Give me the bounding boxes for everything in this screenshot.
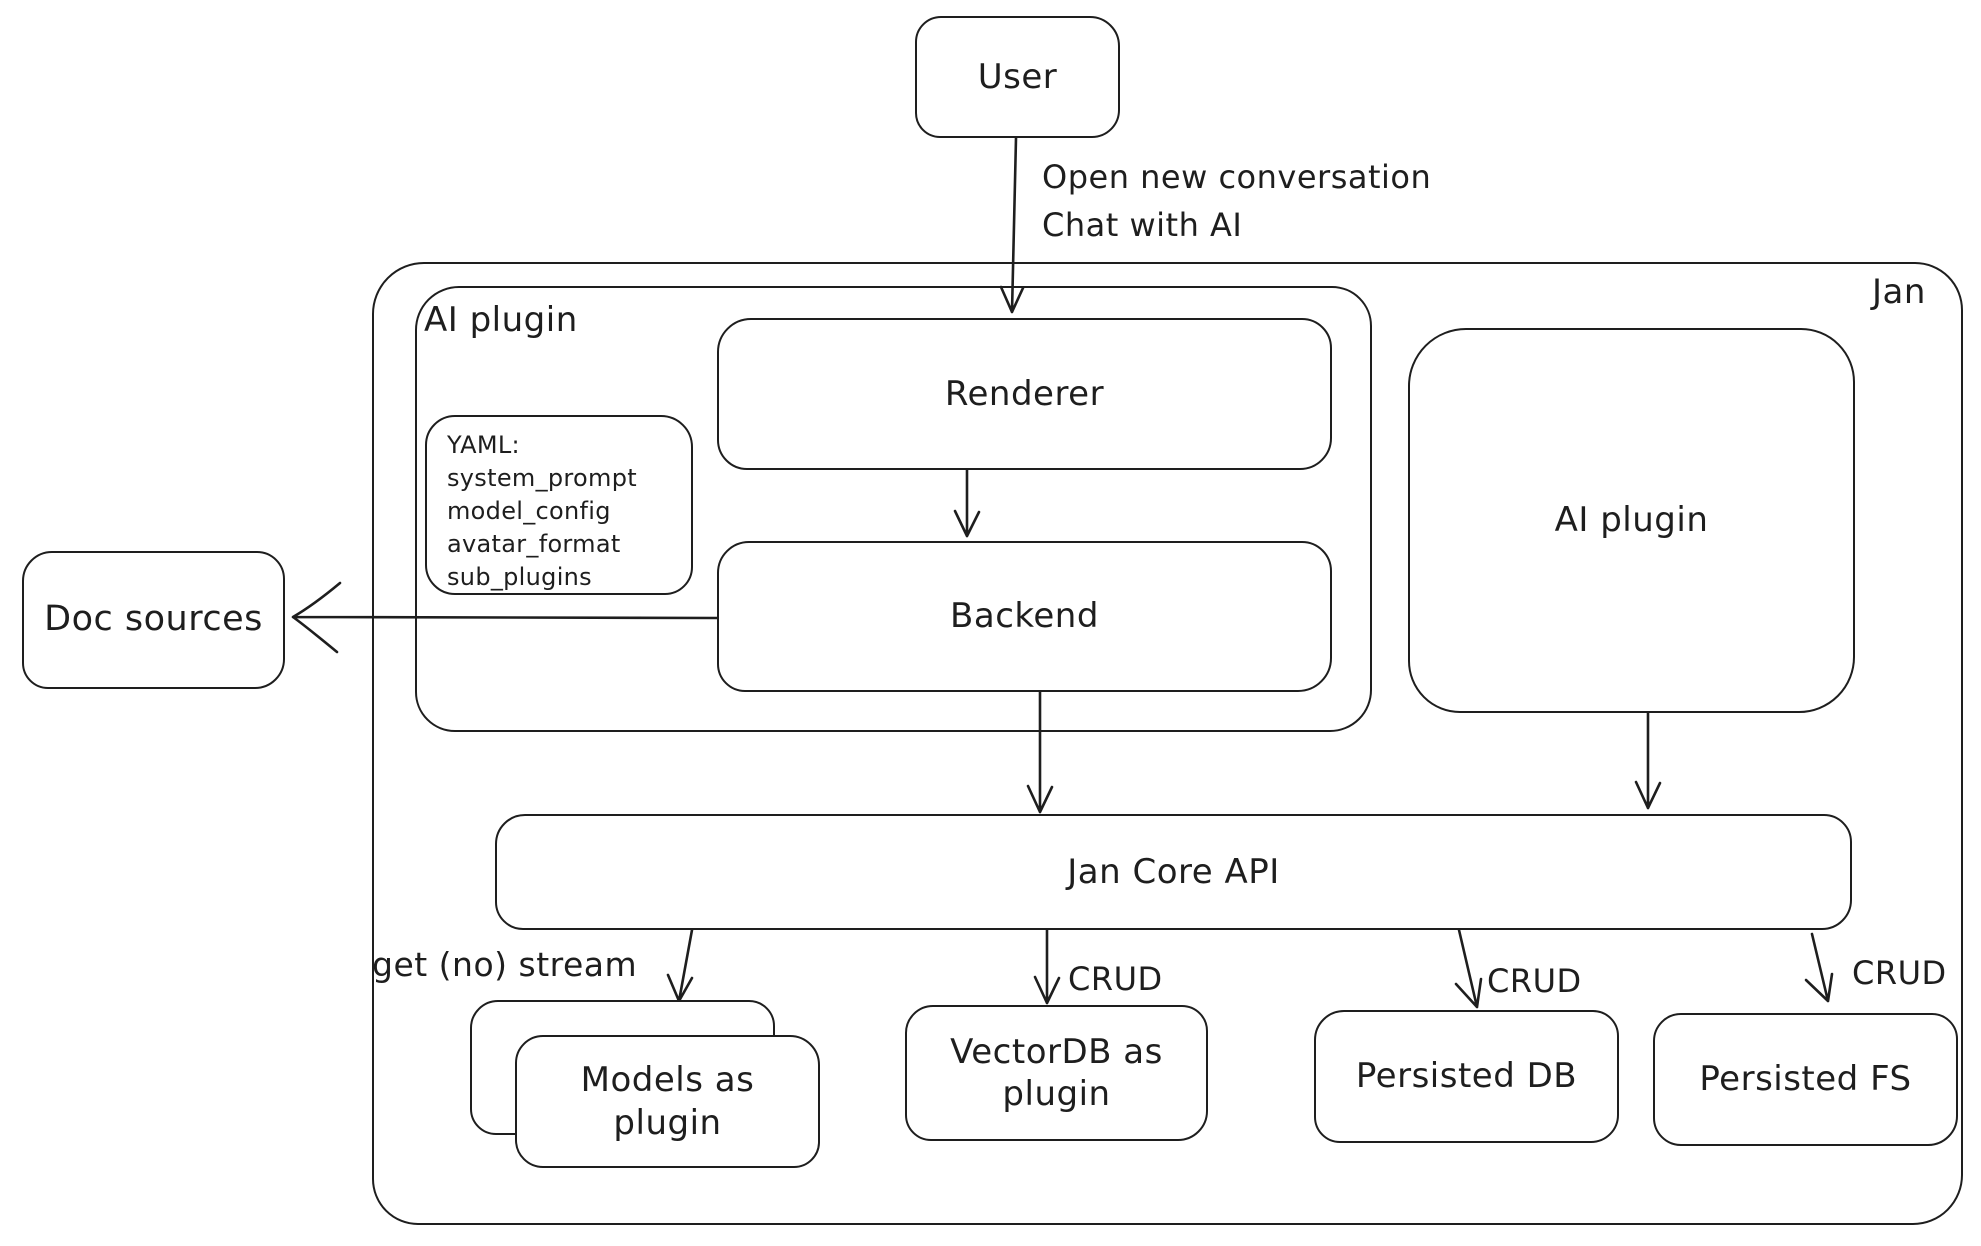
node-backend: Backend	[717, 541, 1332, 692]
node-persisted-fs-label: Persisted FS	[1699, 1059, 1912, 1100]
node-ai-plugin-right: AI plugin	[1408, 328, 1855, 713]
note-yaml-line-1: system_prompt	[447, 464, 637, 492]
note-yaml-line-0: YAML:	[447, 431, 520, 459]
node-user-label: User	[977, 56, 1058, 97]
node-jan-core-api-label: Jan Core API	[1067, 851, 1280, 892]
node-persisted-db-label: Persisted DB	[1355, 1056, 1578, 1097]
node-models-as-plugin-label: Models as plugin	[580, 1060, 755, 1143]
edge-label-crud-vectordb: CRUD	[1068, 960, 1163, 998]
container-ai-plugin-label: AI plugin	[424, 300, 578, 340]
node-persisted-fs: Persisted FS	[1653, 1013, 1958, 1146]
edge-label-crud-persisted-fs: CRUD	[1852, 954, 1947, 992]
edge-label-crud-persisted-db: CRUD	[1487, 962, 1582, 1000]
node-renderer: Renderer	[717, 318, 1332, 470]
edge-label-user-line2: Chat with AI	[1042, 206, 1243, 244]
node-renderer-label: Renderer	[944, 373, 1105, 414]
note-yaml-line-2: model_config	[447, 497, 611, 525]
node-backend-label: Backend	[950, 596, 1099, 637]
node-doc-sources-label: Doc sources	[44, 599, 263, 640]
edge-label-user-line1: Open new conversation	[1042, 158, 1432, 196]
note-yaml-line-4: sub_plugins	[447, 563, 592, 591]
node-vectordb-as-plugin: VectorDB as plugin	[905, 1005, 1208, 1141]
node-models-as-plugin: Models as plugin	[515, 1035, 820, 1168]
note-yaml: YAML: system_prompt model_config avatar_…	[425, 415, 693, 595]
node-jan-core-api: Jan Core API	[495, 814, 1852, 930]
node-user: User	[915, 16, 1120, 138]
note-yaml-line-3: avatar_format	[447, 530, 621, 558]
node-persisted-db: Persisted DB	[1314, 1010, 1619, 1143]
container-ai-plugin	[415, 286, 1372, 732]
node-ai-plugin-right-label: AI plugin	[1554, 500, 1709, 541]
node-doc-sources: Doc sources	[22, 551, 285, 689]
container-jan	[372, 262, 1963, 1225]
container-jan-label: Jan	[1872, 272, 1926, 312]
edge-label-get-no-stream: get (no) stream	[372, 945, 638, 984]
node-vectordb-as-plugin-label: VectorDB as plugin	[950, 1031, 1163, 1115]
